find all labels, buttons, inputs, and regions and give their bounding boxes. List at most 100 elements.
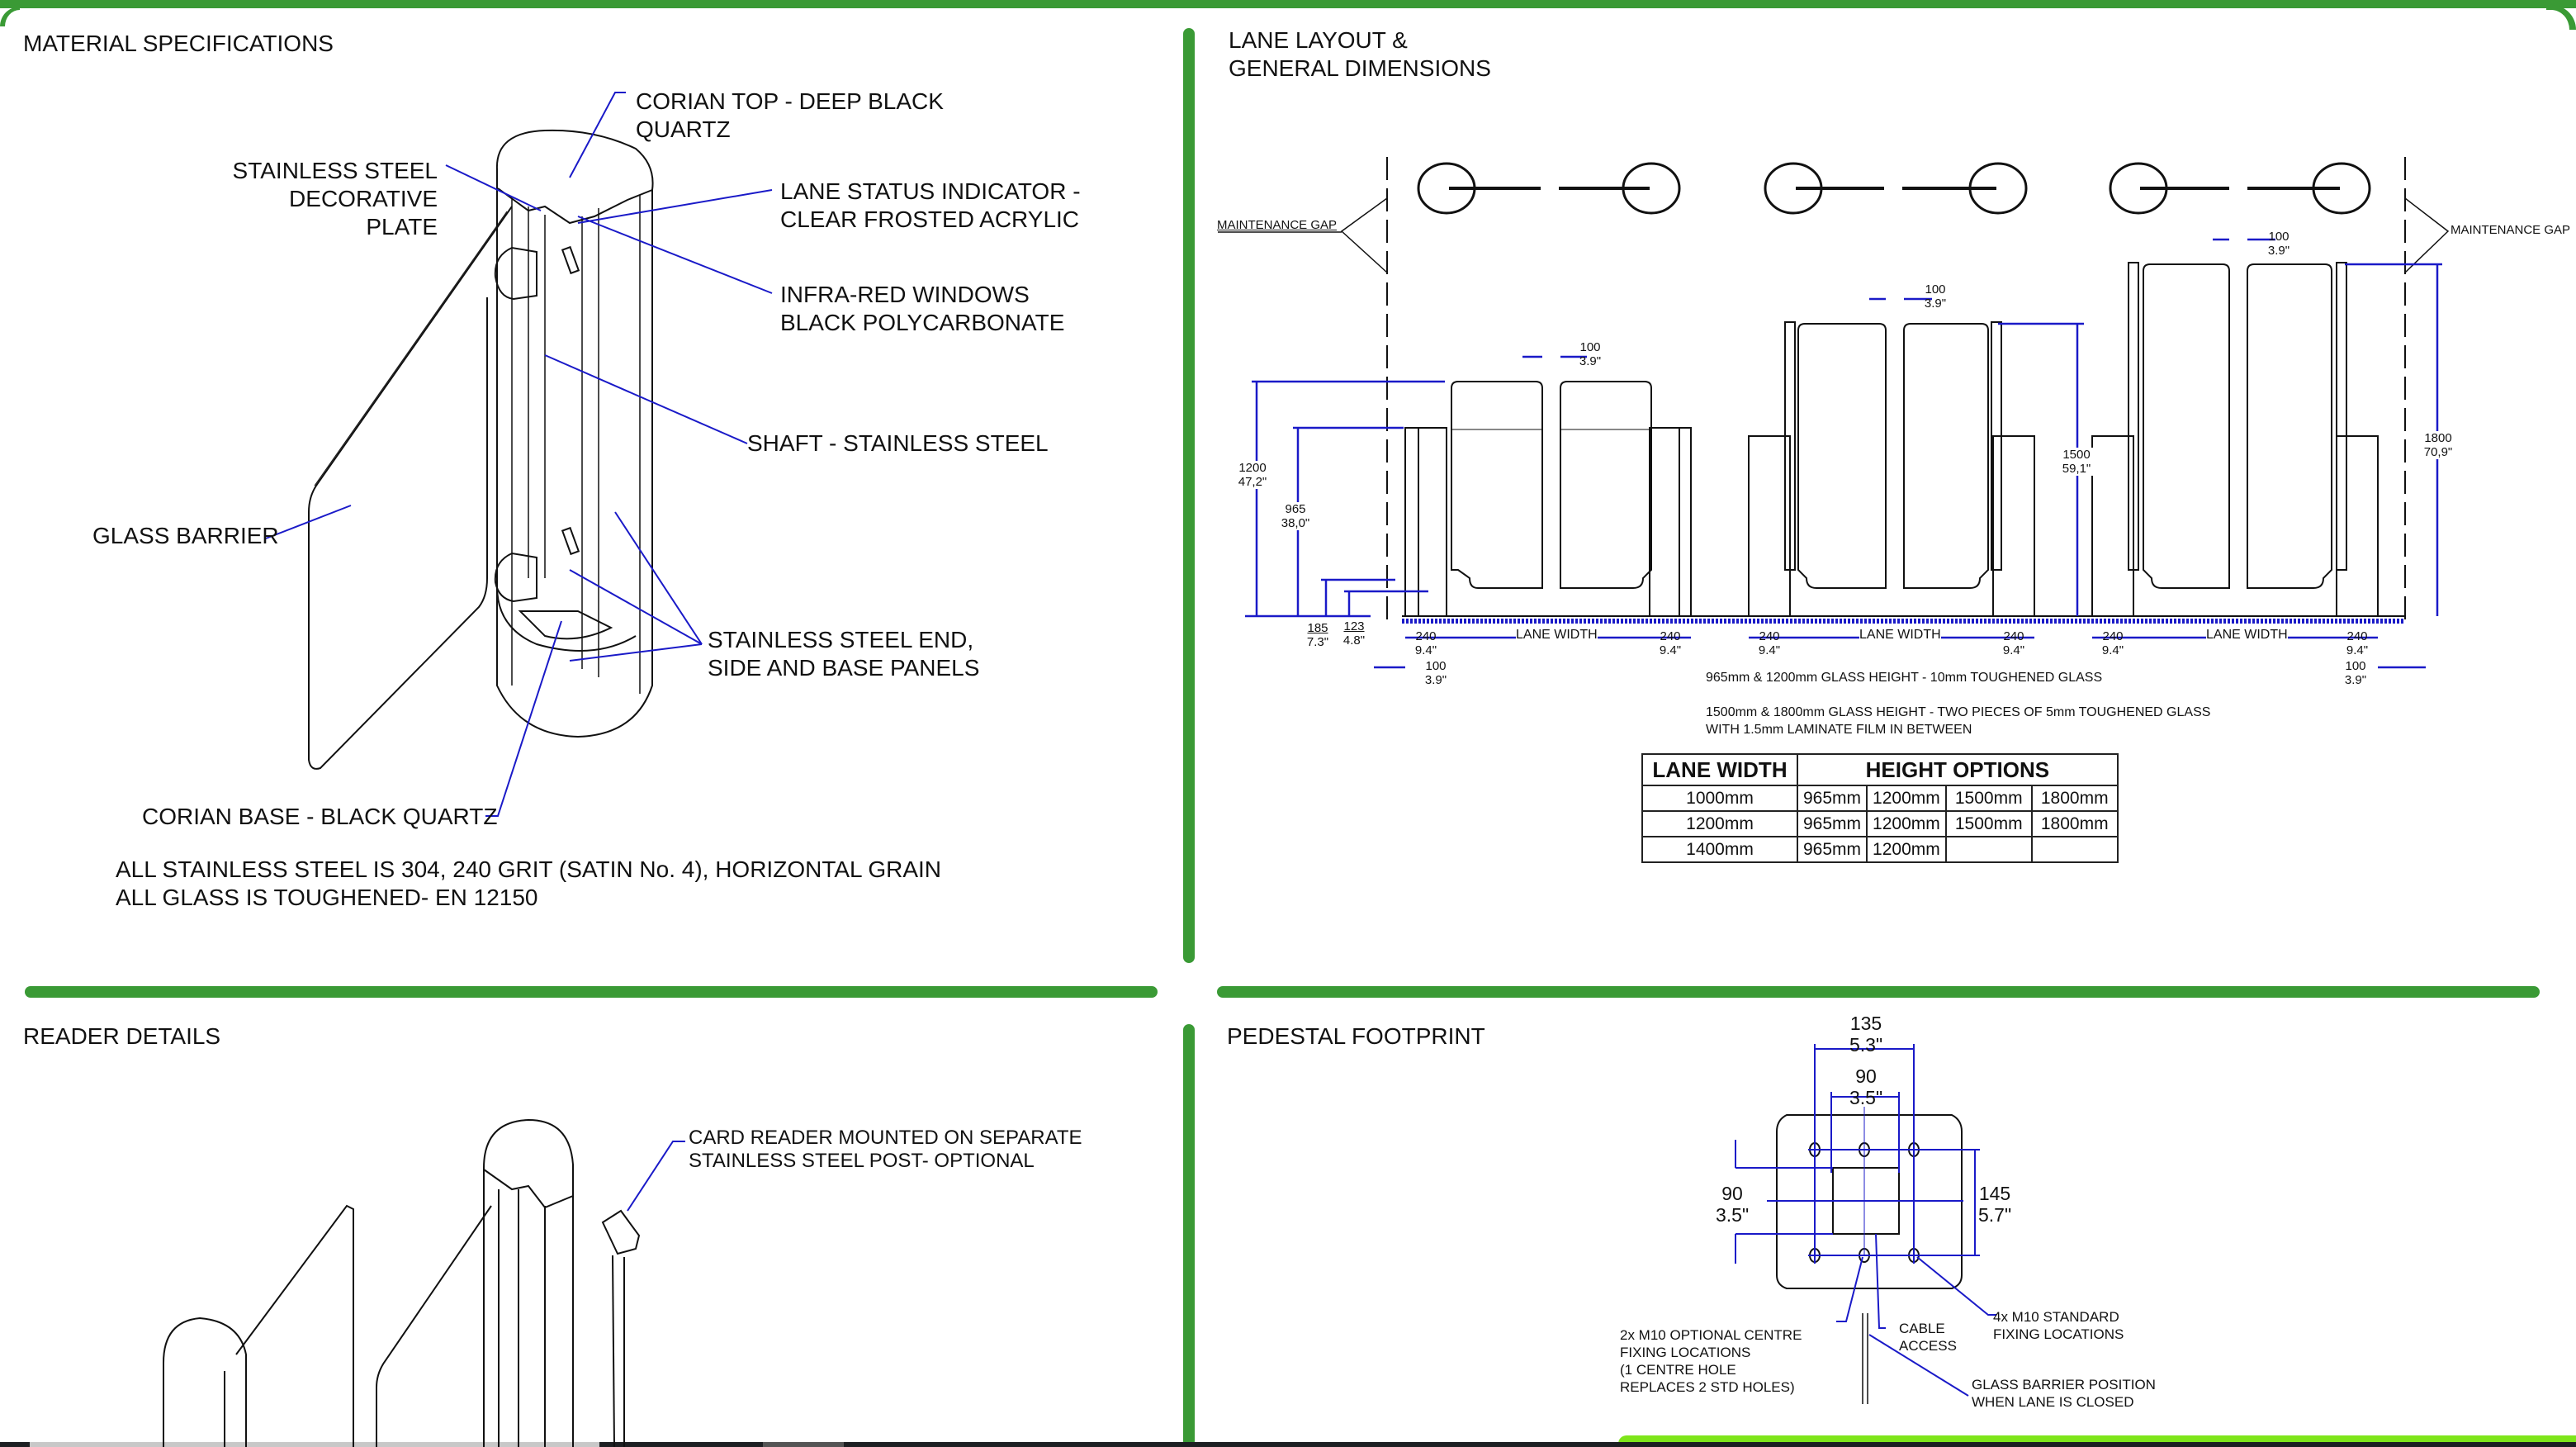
scrollbar-thumb[interactable] bbox=[30, 1442, 599, 1447]
cell: 1500mm bbox=[1944, 810, 2033, 837]
frame-corner-top-left bbox=[0, 7, 20, 26]
callout-glass-position: GLASS BARRIER POSITION WHEN LANE IS CLOS… bbox=[1972, 1377, 2156, 1410]
callout-optional-centre: 2x M10 OPTIONAL CENTRE FIXING LOCATIONS … bbox=[1620, 1327, 1802, 1395]
cell: 1800mm bbox=[2030, 810, 2119, 837]
cell: 1200mm bbox=[1866, 810, 1947, 837]
lane-layout-drawing bbox=[1218, 157, 2450, 669]
lane-width-label-1: LANE WIDTH bbox=[1516, 628, 1598, 643]
cell: 1200mm bbox=[1641, 810, 1798, 837]
callout-shaft: SHAFT - STAINLESS STEEL bbox=[747, 430, 1049, 456]
height-options-table: LANE WIDTH HEIGHT OPTIONS 1000mm 965mm 1… bbox=[1641, 753, 2119, 863]
maintenance-gap-label-left: MAINTENANCE GAP bbox=[1217, 218, 1338, 232]
leader-corian-base bbox=[485, 620, 562, 817]
leader-glass-barrier bbox=[265, 505, 352, 539]
cell: 965mm bbox=[1796, 836, 1868, 863]
cell: 1200mm bbox=[1866, 785, 1947, 812]
leader-card-reader bbox=[627, 1141, 685, 1212]
callout-cable-access: CABLE ACCESS bbox=[1899, 1321, 1957, 1354]
cell: 1800mm bbox=[2030, 785, 2119, 812]
leader-decorative-plate bbox=[445, 164, 542, 211]
callout-corian-top: CORIAN TOP - DEEP BLACK QUARTZ bbox=[636, 88, 944, 142]
table-row: 1400mm 965mm 1200mm bbox=[1641, 836, 2119, 863]
lane-layout-title: LANE LAYOUT & GENERAL DIMENSIONS bbox=[1229, 27, 1491, 81]
accent-bar-bottom-right bbox=[1618, 1435, 2576, 1444]
glass-barrier-shape bbox=[308, 206, 513, 770]
frame-corner-top-right bbox=[2546, 5, 2576, 30]
leader-standard-fixing bbox=[1916, 1256, 1996, 1316]
leader-shaft bbox=[544, 354, 748, 444]
bottom-scroll-strip[interactable] bbox=[0, 1442, 2576, 1447]
pedestal-footprint-title: PEDESTAL FOOTPRINT bbox=[1227, 1023, 1485, 1049]
table-row: 1200mm 965mm 1200mm 1500mm 1800mm bbox=[1641, 810, 2119, 837]
callout-card-reader: CARD READER MOUNTED ON SEPARATE STAINLES… bbox=[689, 1127, 1082, 1172]
reader-isometric-drawing bbox=[163, 1118, 685, 1447]
leader-corian-top bbox=[569, 92, 626, 178]
callout-corian-base: CORIAN BASE - BLACK QUARTZ bbox=[142, 804, 498, 829]
divider-vertical-top bbox=[1183, 28, 1195, 963]
leader-infra-red bbox=[577, 216, 773, 294]
leader-panels-2 bbox=[614, 511, 703, 645]
divider-horizontal-right bbox=[1217, 986, 2540, 998]
callout-infra-red: INFRA-RED WINDOWS BLACK POLYCARBONATE bbox=[780, 282, 1065, 335]
callout-panels: STAINLESS STEEL END, SIDE AND BASE PANEL… bbox=[708, 627, 980, 681]
cell: 965mm bbox=[1796, 785, 1868, 812]
leader-optional-centre bbox=[1836, 1256, 1863, 1322]
table-row: 1000mm 965mm 1200mm 1500mm 1800mm bbox=[1641, 785, 2119, 812]
cell bbox=[2030, 836, 2119, 863]
cell: 965mm bbox=[1796, 810, 1868, 837]
callout-decorative-plate: STAINLESS STEEL DECORATIVE PLATE bbox=[232, 158, 438, 240]
leader-cable-access bbox=[1875, 1233, 1886, 1329]
cell: 1400mm bbox=[1641, 836, 1798, 863]
leader-panels-1 bbox=[569, 569, 703, 645]
top-frame-bar bbox=[0, 0, 2576, 8]
callout-lane-status: LANE STATUS INDICATOR - CLEAR FROSTED AC… bbox=[780, 178, 1081, 232]
material-note-glass: ALL GLASS IS TOUGHENED- EN 12150 bbox=[116, 885, 538, 910]
material-note-steel: ALL STAINLESS STEEL IS 304, 240 GRIT (SA… bbox=[116, 856, 942, 882]
divider-horizontal-left bbox=[25, 986, 1158, 998]
base-plate bbox=[1776, 1114, 1963, 1289]
header-lane-width: LANE WIDTH bbox=[1641, 753, 1798, 786]
cell: 1200mm bbox=[1866, 836, 1947, 863]
cell: 1000mm bbox=[1641, 785, 1798, 812]
cell: 1500mm bbox=[1944, 785, 2033, 812]
glass-note-10mm: 965mm & 1200mm GLASS HEIGHT - 10mm TOUGH… bbox=[1706, 671, 2103, 685]
divider-vertical-bottom bbox=[1183, 1024, 1195, 1447]
lane-width-label-2: LANE WIDTH bbox=[1859, 628, 1941, 643]
lane-width-label-3: LANE WIDTH bbox=[2206, 628, 2288, 643]
header-height-options: HEIGHT OPTIONS bbox=[1797, 753, 2119, 786]
maintenance-gap-label-right: MAINTENANCE GAP bbox=[2451, 223, 2571, 237]
glass-note-laminate: 1500mm & 1800mm GLASS HEIGHT - TWO PIECE… bbox=[1706, 705, 2211, 737]
reader-details-title: READER DETAILS bbox=[23, 1023, 221, 1049]
pedestal-isometric-drawing bbox=[265, 92, 773, 817]
leader-lane-status bbox=[577, 189, 773, 224]
leader-panels-3 bbox=[569, 643, 703, 662]
cell bbox=[1944, 836, 2033, 863]
callout-standard-fixing: 4x M10 STANDARD FIXING LOCATIONS bbox=[1993, 1309, 2124, 1342]
callout-glass-barrier: GLASS BARRIER bbox=[92, 523, 279, 548]
leader-glass-position bbox=[1868, 1334, 1969, 1397]
table-header-row: LANE WIDTH HEIGHT OPTIONS bbox=[1641, 753, 2119, 786]
material-specs-title: MATERIAL SPECIFICATIONS bbox=[23, 31, 334, 56]
scrollbar-segment bbox=[763, 1442, 844, 1447]
